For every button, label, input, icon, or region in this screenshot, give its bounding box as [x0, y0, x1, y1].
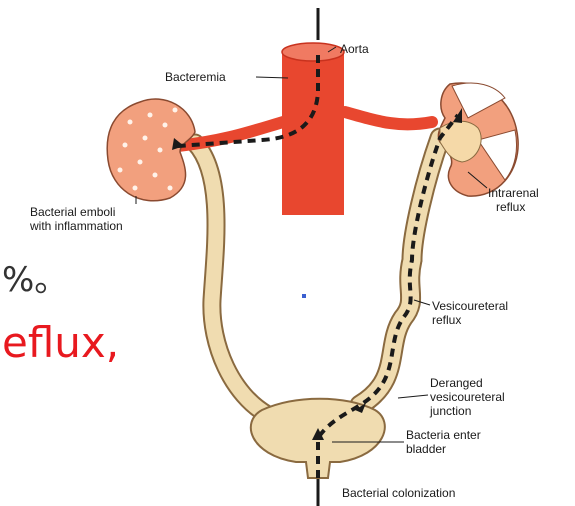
label-bacterial-colonization: Bacterial colonization — [342, 486, 455, 500]
label-bacterial-emboli-1: Bacterial emboli — [30, 205, 115, 219]
label-intrarenal-2: reflux — [496, 200, 525, 214]
label-aorta: Aorta — [340, 42, 369, 56]
label-deranged-3: junction — [429, 404, 471, 418]
label-intrarenal-1: Intrarenal — [488, 186, 539, 200]
label-bacteria-enter-1: Bacteria enter — [406, 428, 481, 442]
label-vesicoureteral-1: Vesicoureteral — [432, 299, 508, 313]
right-renal-artery — [345, 112, 432, 124]
label-deranged-2: vesicoureteral — [430, 390, 505, 404]
label-bacteria-enter-2: bladder — [406, 442, 446, 456]
label-bacterial-emboli-2: with inflammation — [29, 219, 123, 233]
aorta-opening — [282, 43, 344, 61]
label-vesicoureteral-2: reflux — [432, 313, 461, 327]
stray-mark — [302, 294, 306, 298]
label-bacteremia: Bacteremia — [165, 70, 226, 84]
left-ureter — [195, 143, 268, 415]
label-deranged-1: Deranged — [430, 376, 483, 390]
